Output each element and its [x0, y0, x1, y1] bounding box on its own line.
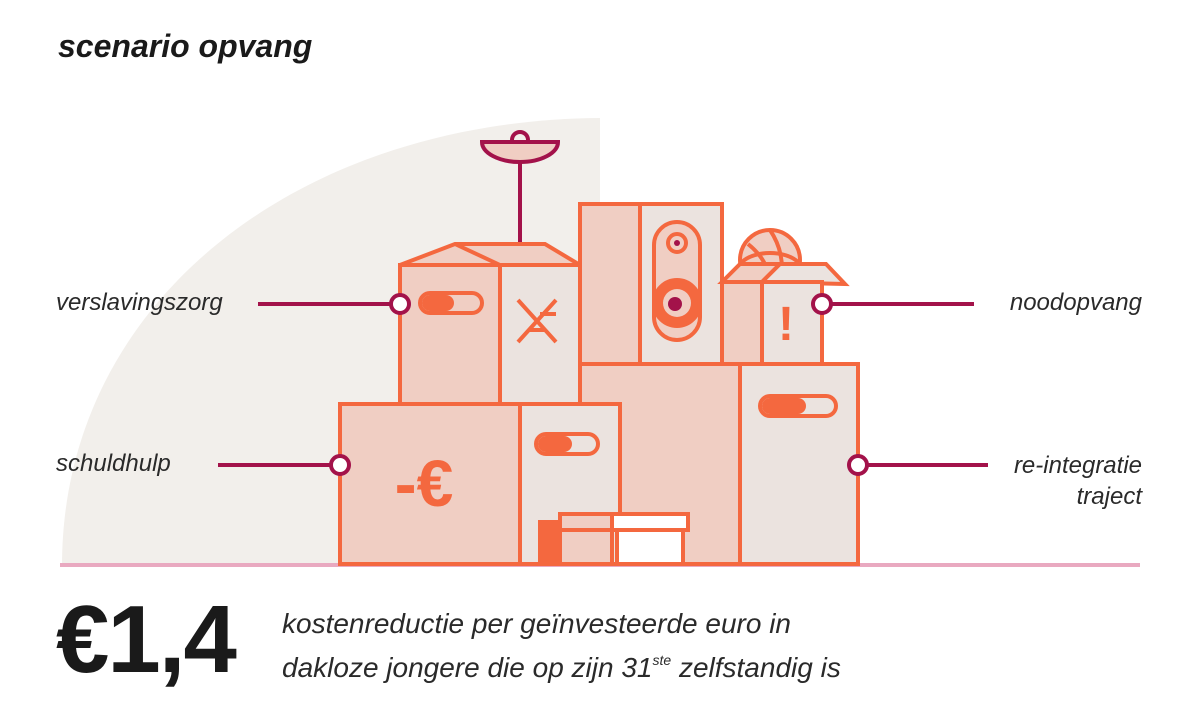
exclamation-mark: ! [778, 298, 794, 351]
caption-line1: kostenreductie per geïnvesteerde euro in [282, 608, 791, 639]
box-upper-left [398, 242, 588, 407]
label-reintegratie-line1: re-integratie [1013, 452, 1142, 479]
caption-line2: dakloze jongere die op zijn 31ste zelfst… [282, 642, 841, 686]
caption-line2-post: zelfstandig is [671, 652, 841, 683]
connector-noodopvang [811, 293, 974, 315]
label-reintegratie-line2: traject [1076, 483, 1142, 510]
stat-value: €1,4 [56, 586, 237, 693]
speaker-icon [652, 220, 702, 342]
page-title: scenario opvang [58, 28, 313, 64]
box-small-front [538, 512, 690, 566]
tape-icon-lower [534, 432, 600, 456]
connector-schuldhulp [218, 454, 351, 476]
minus-euro-label: -€ [395, 446, 454, 520]
connector-verslavingszorg [258, 293, 411, 315]
label-verslavingszorg: verslavingszorg [56, 289, 223, 316]
lamp-icon [479, 130, 561, 243]
tape-icon [418, 291, 484, 315]
stat-caption: kostenreductie per geïnvesteerde euro in… [282, 606, 841, 686]
label-schuldhulp: schuldhulp [56, 450, 171, 477]
connector-reintegratie [847, 454, 988, 476]
label-reintegratie: re-integratie traject [1014, 450, 1142, 512]
label-noodopvang: noodopvang [1009, 289, 1142, 316]
scissors-icon [516, 298, 558, 344]
caption-superscript: ste [652, 652, 672, 668]
tape-icon-right [758, 394, 838, 418]
caption-line2-pre: dakloze jongere die op zijn 31 [282, 652, 653, 683]
